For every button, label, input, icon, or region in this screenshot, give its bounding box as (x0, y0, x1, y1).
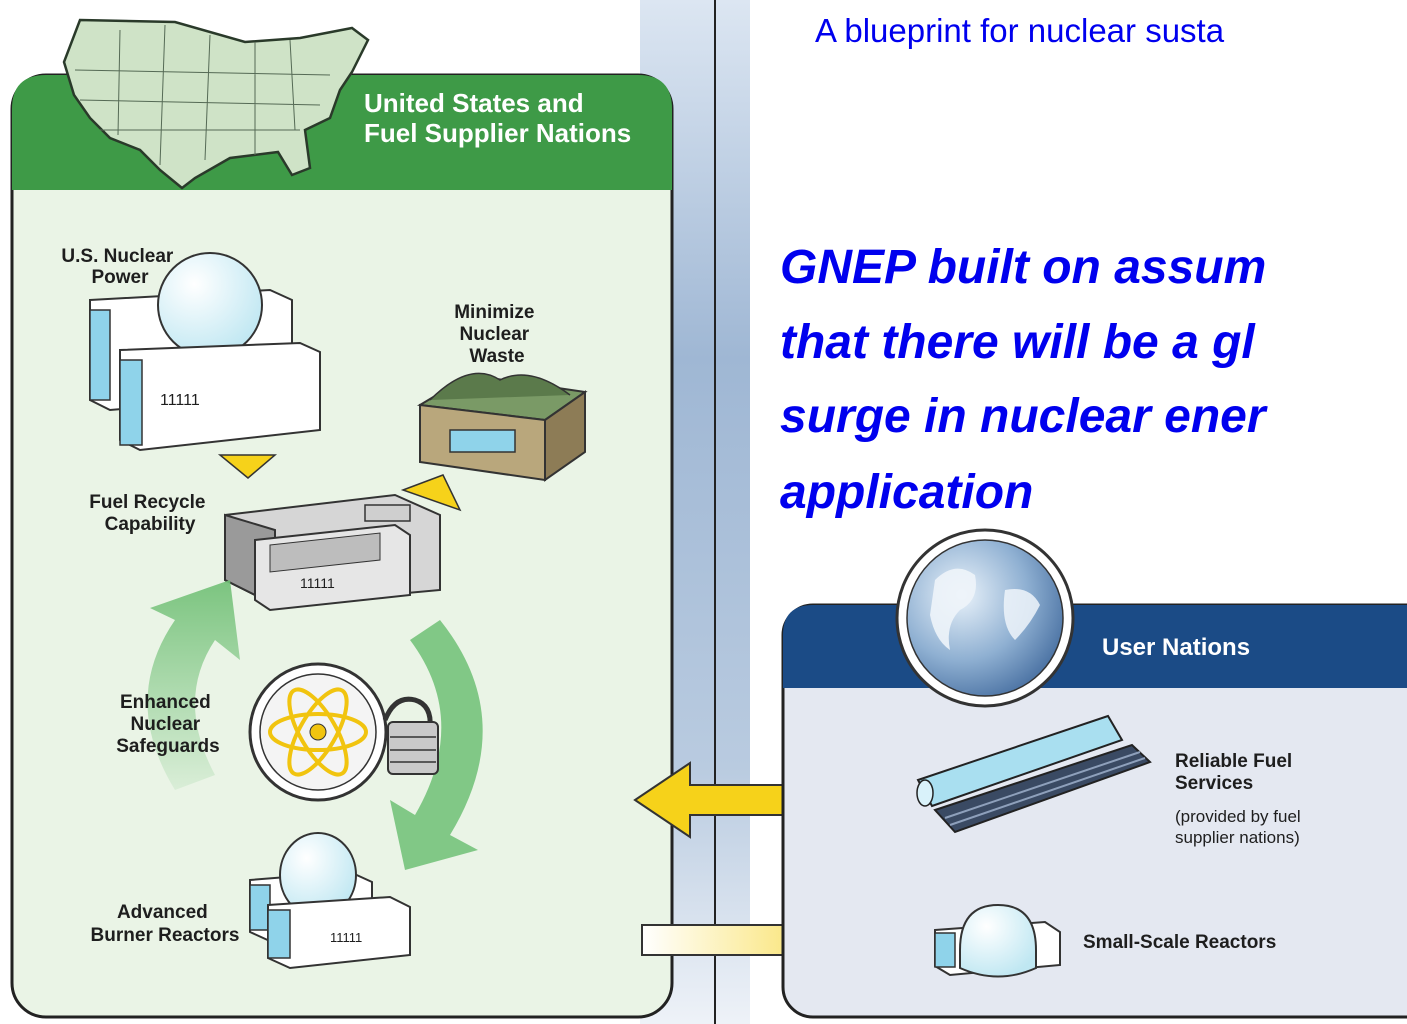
headline-line-3: surge in nuclear ener (780, 390, 1268, 443)
globe-icon (895, 528, 1075, 708)
flow-arrow-up-icon (400, 474, 462, 512)
reactor-icon: 11111 (249, 832, 411, 970)
label-safeguards-line-2: Nuclear (131, 714, 201, 735)
recycle-facility-icon: 11111 (224, 493, 441, 612)
label-fuel-services-note: (provided by fuel supplier nations) (1175, 807, 1305, 847)
slide-headline: GNEP built on assum that there will be a… (780, 241, 1280, 519)
right-panel-title: User Nations (1102, 634, 1250, 661)
label-fuel-services-note-line-1: (provided by fuel (1175, 807, 1301, 826)
label-burner-reactors-line-1: Advanced (117, 902, 208, 923)
headline-line-2: that there will be a gl (780, 316, 1256, 369)
flow-arrow-down-icon (217, 454, 278, 479)
right-panel-header (783, 605, 1407, 688)
label-fuel-services: Reliable Fuel Services (1175, 751, 1297, 794)
label-fuel-services-line-1: Reliable Fuel (1175, 751, 1292, 772)
svg-text:11111: 11111 (330, 930, 362, 945)
label-minimize-waste-line-3: Waste (469, 346, 524, 367)
left-title-line-2: Fuel Supplier Nations (364, 118, 631, 148)
left-title-line-1: United States and (364, 88, 584, 118)
nuclear-plant-icon: 11111 (89, 252, 321, 452)
atom-lock-icon (248, 662, 439, 802)
label-minimize-waste-line-2: Nuclear (460, 324, 530, 345)
label-fuel-recycle: Fuel Recycle Capability (89, 492, 210, 535)
cycle-arrow-icon (147, 580, 240, 790)
slide-subtitle: A blueprint for nuclear susta (815, 12, 1225, 49)
us-map-icon (62, 18, 370, 190)
label-minimize-waste: Minimize Nuclear Waste (454, 302, 540, 367)
left-panel-title: United States and Fuel Supplier Nations (364, 88, 631, 148)
label-burner-reactors-line-2: Burner Reactors (91, 925, 240, 946)
label-fuel-services-note-line-2: supplier nations) (1175, 828, 1300, 847)
cycle-arrow-return-icon (390, 620, 483, 870)
label-burner-reactors: Advanced Burner Reactors (91, 902, 240, 946)
label-fuel-recycle-line-1: Fuel Recycle (89, 492, 205, 513)
headline-backdrop (750, 0, 1407, 535)
label-minimize-waste-line-1: Minimize (454, 302, 534, 323)
headline-line-1: GNEP built on assum (780, 241, 1266, 294)
label-us-nuclear-power-line-1: U.S. Nuclear (61, 246, 174, 267)
label-us-nuclear-power: U.S. Nuclear Power (61, 246, 178, 288)
label-fuel-recycle-line-2: Capability (105, 514, 196, 535)
label-small-reactors: Small-Scale Reactors (1083, 932, 1276, 953)
label-us-nuclear-power-line-2: Power (91, 267, 149, 288)
label-safeguards-line-1: Enhanced (120, 692, 211, 713)
repository-icon (416, 372, 588, 482)
fuel-rods-icon (916, 714, 1152, 834)
headline-line-4: application (780, 466, 1033, 519)
small-reactor-icon (934, 903, 1061, 978)
label-fuel-services-line-2: Services (1175, 773, 1253, 794)
svg-text:11111: 11111 (160, 392, 200, 409)
label-safeguards-line-3: Safeguards (116, 736, 219, 757)
svg-text:11111: 11111 (300, 575, 335, 591)
label-safeguards: Enhanced Nuclear Safeguards (116, 692, 219, 757)
